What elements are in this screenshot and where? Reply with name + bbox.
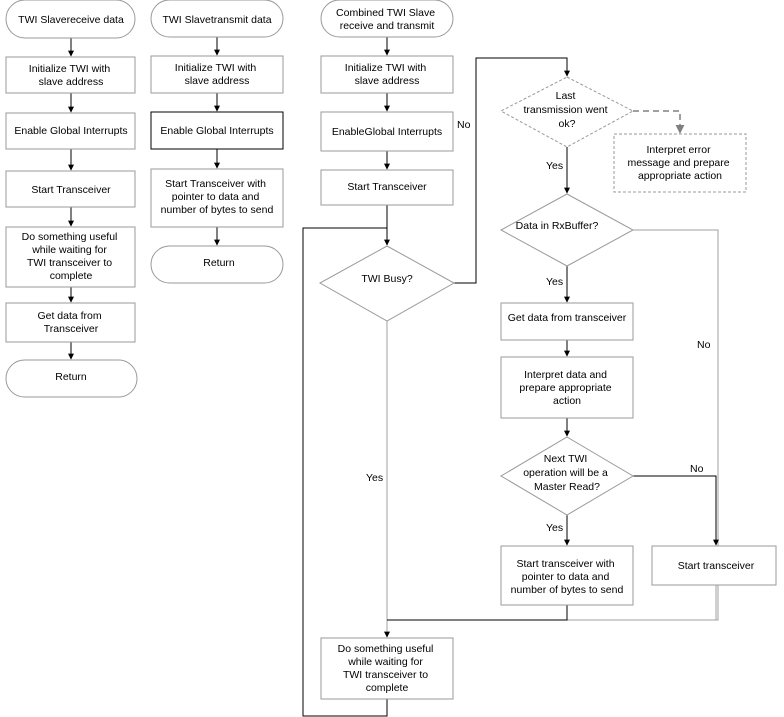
c3-start-terminal: [320, 0, 454, 38]
next-twi-label: Next TWI operation will be a Master Read…: [523, 453, 611, 493]
c1-get-data-box: [5, 302, 136, 343]
label-yes-last: Yes: [546, 160, 563, 172]
c1-enable-label: Enable Global Interrupts: [14, 125, 127, 137]
column-4: Last transmission went ok? Interpret err…: [499, 76, 777, 606]
last-ok-decision: [499, 76, 635, 148]
label-yes-busy: Yes: [366, 472, 383, 484]
edge-starttx-join: [387, 605, 568, 621]
c3-start-tx-label: Start Transceiver: [347, 181, 427, 193]
get-data-label: Get data from transceiver: [508, 312, 627, 324]
c1-enable-box: [5, 112, 136, 150]
c3-start-tx-box: [320, 169, 454, 206]
c3-start-label: Combined TWI Slave receive and transmit: [336, 7, 438, 32]
column-3: Combined TWI Slave receive and transmit …: [318, 0, 456, 700]
c2-init-label: Initialize TWI with slave address: [175, 62, 259, 87]
c3-init-box: [320, 55, 454, 94]
c1-return-terminal: [5, 359, 138, 398]
c1-start-label: TWI Slavereceive data: [18, 14, 124, 26]
c1-start-tx-label: Start Transceiver: [31, 184, 111, 196]
start-tx-right-box: [651, 545, 777, 586]
c3-do-something-label: Do something useful while waiting for TW…: [338, 643, 437, 694]
next-twi-decision: [500, 436, 634, 516]
interpret-error-box: [613, 133, 747, 193]
edge-loop-back: [302, 227, 388, 717]
start-tx-right-label: Start transceiver: [678, 560, 755, 572]
c1-start-terminal: [5, 0, 136, 39]
c1-get-data-label: Get data from Transceiver: [37, 310, 104, 335]
label-yes-next: Yes: [546, 522, 563, 534]
c2-init-box: [150, 55, 284, 94]
data-in-rx-label: Data in RxBuffer?: [516, 220, 599, 232]
column-1: TWI Slavereceive data Initialize TWI wit…: [5, 0, 138, 398]
edge-busy-no: [454, 57, 570, 284]
c1-init-label: Initialize TWI with slave address: [29, 63, 113, 88]
c2-start-tx-box: [150, 168, 284, 228]
edges: [68, 37, 719, 717]
interpret-error-label: Interpret error message and prepare appr…: [627, 144, 732, 182]
label-yes-rx: Yes: [546, 276, 563, 288]
c1-init-box: [5, 56, 136, 94]
get-data-box: [500, 302, 634, 341]
c2-return-label: Return: [203, 257, 235, 269]
c1-do-something-box: [5, 226, 136, 288]
c2-enable-box: [150, 111, 284, 150]
edge-labels: No Yes Yes Yes No No Yes: [366, 119, 711, 534]
c2-start-tx-label: Start Transceiver with pointer to data a…: [161, 178, 274, 216]
interpret-data-label: Interpret data and prepare appropriate a…: [519, 369, 614, 407]
label-no-next: No: [690, 463, 704, 475]
c1-return-label: Return: [55, 371, 87, 383]
edge-last-error: [633, 110, 685, 134]
label-no-busy: No: [457, 119, 471, 131]
c2-start-label: TWI Slavetransmit data: [162, 14, 271, 26]
c3-enable-box: [320, 111, 454, 152]
edge-next-no: [633, 475, 719, 546]
c3-busy-label: TWI Busy?: [361, 273, 413, 285]
interpret-data-box: [500, 356, 634, 419]
c3-do-something-box: [320, 637, 454, 700]
column-2: TWI Slavetransmit data Initialize TWI wi…: [150, 0, 284, 284]
data-in-rx-decision: [499, 193, 635, 267]
c2-return-terminal: [150, 245, 284, 284]
c3-enable-label: EnableGlobal Interrupts: [332, 126, 442, 138]
start-tx-ptr-box: [500, 545, 634, 606]
c1-do-something-label: Do something useful while waiting for TW…: [22, 231, 121, 282]
c2-start-terminal: [150, 0, 284, 38]
last-ok-label: Last transmission went ok?: [524, 90, 611, 130]
label-no-rx: No: [697, 339, 711, 351]
start-tx-ptr-label: Start transceiver with pointer to data a…: [511, 558, 624, 596]
c3-init-label: Initialize TWI with slave address: [345, 62, 429, 87]
c3-busy-decision: [318, 245, 456, 322]
c2-enable-label: Enable Global Interrupts: [160, 125, 273, 137]
c1-start-tx-box: [5, 170, 136, 208]
